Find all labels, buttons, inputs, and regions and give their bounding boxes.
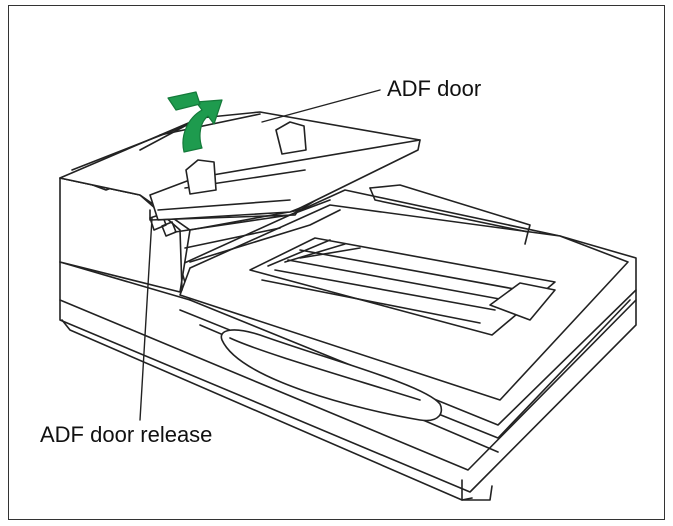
adf-door-leader-line — [261, 89, 381, 123]
adf-door-label: ADF door — [387, 76, 482, 101]
adf-door-release-label: ADF door release — [40, 422, 213, 447]
curved-arrow-up-icon — [167, 91, 223, 153]
feeder-tray — [149, 121, 421, 263]
adf-door-release-leader-line — [139, 217, 153, 421]
flatbed-lid — [179, 184, 629, 401]
front-handle — [220, 329, 443, 422]
leader-lines — [139, 89, 381, 421]
